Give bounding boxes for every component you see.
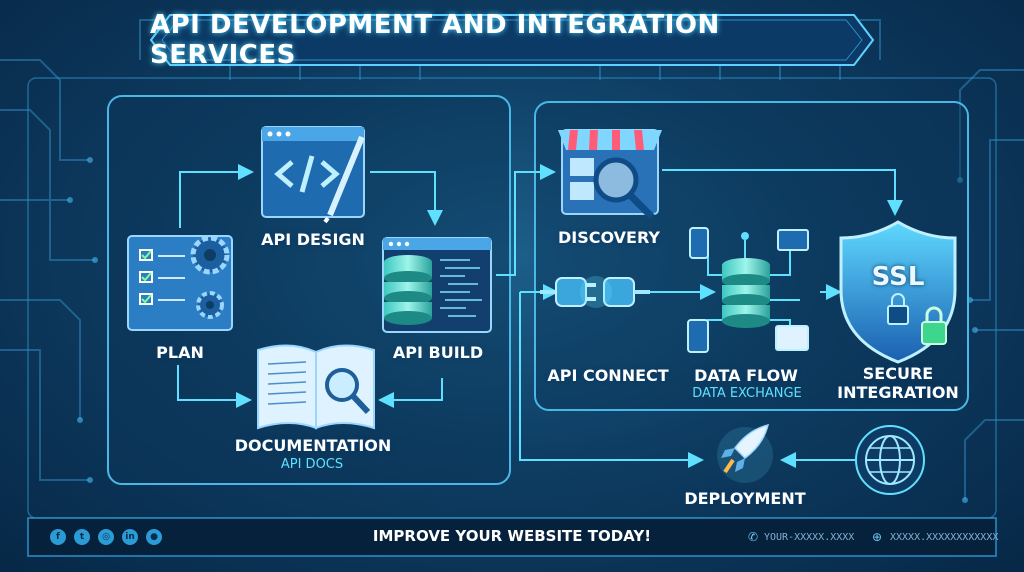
ssl-text: SSL: [871, 262, 925, 292]
data-flow-label: DATA FLOW: [694, 366, 798, 385]
secure-label-line2: INTEGRATION: [837, 383, 959, 402]
phone-icon: ✆: [748, 530, 759, 544]
deployment-label: DEPLOYMENT: [684, 489, 806, 508]
database-server-icon: [382, 237, 492, 333]
plug-connector-icon: [540, 276, 650, 308]
globe-icon: [855, 425, 925, 495]
website-text[interactable]: XXXXX.XXXXXXXXXXXX: [890, 532, 999, 543]
discovery-label: DISCOVERY: [557, 228, 660, 247]
api-design-label: API DESIGN: [261, 230, 365, 249]
ssl-shield-icon: [839, 220, 957, 364]
data-flow-sublabel: DATA EXCHANGE: [692, 386, 802, 401]
web-icon: ⊕: [872, 530, 883, 544]
api-connect-label: API CONNECT: [547, 366, 669, 385]
book-magnifier-icon: [257, 344, 375, 430]
twitter-icon[interactable]: t: [74, 529, 90, 545]
flow-arrows: [177, 164, 903, 468]
page-title: API DEVELOPMENT AND INTEGRATION SERVICES: [150, 10, 720, 70]
call-to-action: IMPROVE YOUR WEBSITE TODAY!: [372, 527, 652, 545]
code-editor-icon: [261, 126, 365, 224]
documentation-sublabel: API DOCS: [280, 457, 344, 472]
github-icon[interactable]: ●: [146, 529, 162, 545]
rocket-icon: [717, 423, 773, 483]
secure-label-line1: SECURE: [862, 364, 934, 383]
documentation-label: DOCUMENTATION: [234, 436, 392, 455]
linkedin-icon[interactable]: in: [122, 529, 138, 545]
plan-label: PLAN: [156, 343, 204, 362]
api-build-label: API BUILD: [392, 343, 484, 362]
title-banner: [150, 14, 874, 66]
plan-icon: [127, 235, 233, 331]
data-hub-icon: [687, 227, 809, 353]
facebook-icon[interactable]: f: [50, 529, 66, 545]
instagram-icon[interactable]: ◎: [98, 529, 114, 545]
phone-text[interactable]: YOUR-XXXXX.XXXX: [764, 532, 855, 543]
store-search-icon: [558, 129, 662, 220]
